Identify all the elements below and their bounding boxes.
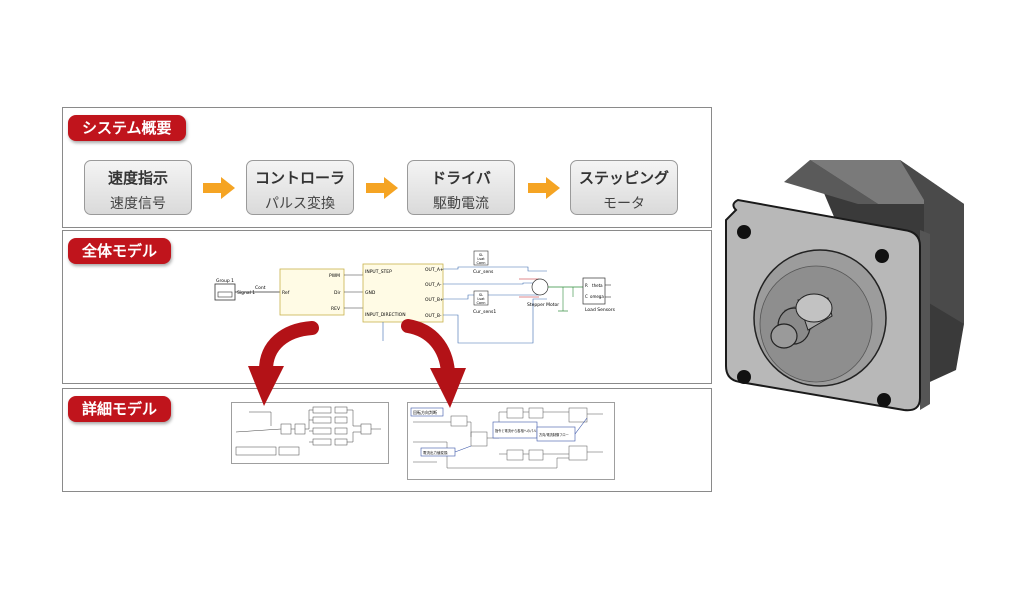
sensor-a-port: Conn [476,261,485,265]
detail-note: 回転方向判断 [413,409,437,415]
driver-out-port: OUT_A- [425,282,442,288]
driver-block [362,263,444,323]
driver-in-port: INPUT_STEP [365,269,392,275]
controller-port: REV [331,306,341,312]
mount-hole-icon [737,225,751,239]
step-subtitle: 速度信号 [110,196,166,212]
load-port: R [585,283,588,288]
overview-badge: システム概要 [68,115,186,141]
sensor-a-label: Cur_sens [473,269,494,275]
controller-port: PWM [329,273,340,279]
curved-arrow-right [401,319,455,379]
drilldown-arrows [248,319,466,408]
stepper-motor-illustration [725,160,964,412]
driver-in-port: INPUT_DIRECTION [365,312,406,318]
sensor-b-port: SL [479,293,483,297]
step-subtitle: モータ [603,196,645,212]
load-port: theta [592,283,603,288]
signal-block-name: Group 1 [216,278,234,284]
sensor-a-port: SL [479,253,483,257]
flow-arrow-icon [366,177,398,199]
step-title: 速度指示 [107,169,168,187]
load-sensor-block [582,277,606,305]
step-title: コントローラ [254,169,345,187]
arrow-head-icon [248,366,284,406]
controller-block [279,268,345,316]
full-model-panel: 全体モデル Group 1 Signal 1 Cont Ref PWM Dir … [62,230,712,384]
sensor-b-port: Conn [476,301,485,305]
sensor-b-label: Cur_sens1 [473,309,496,315]
step-title: ステッピング [578,169,669,187]
detail-model-badge: 詳細モデル [68,396,172,422]
controller-detail-thumbnail [231,402,389,464]
driver-detail-thumbnail: 回転方向判断 指令と電流から各相へのパルス生成 電流出力値変換 方向/電流制御フ… [407,402,615,480]
motor-label: Stepper Motor [527,302,559,308]
signal-out-label: Signal 1 [237,290,255,296]
arrow-head-icon [430,368,466,408]
step-controller: コントローラ パルス変換 [246,160,354,215]
step-subtitle: パルス変換 [265,196,335,212]
load-label: Load Sensors [585,307,616,313]
driver-out-port: OUT_B+ [425,297,444,303]
step-speed-command: 速度指示 速度信号 [84,160,192,215]
step-stepping-motor: ステッピング モータ [570,160,678,215]
detail-model-panel: 詳細モデル [62,388,712,492]
detail-note: 指令と電流から各相へのパルス生成 [495,428,547,433]
detail-note: 電流出力値変換 [423,450,448,455]
flow-arrow-icon [528,177,560,199]
step-driver: ドライバ 駆動電流 [407,160,515,215]
driver-out-port: OUT_B- [425,313,442,319]
controller-port: Dir [334,290,341,296]
step-subtitle: 駆動電流 [433,196,489,212]
controller-in: Ref [282,290,290,296]
sensor-a-port: Lsat [477,257,485,261]
load-port: omega [590,294,604,299]
driver-in-port: GND [365,290,376,296]
system-overview-panel: システム概要 速度指示 速度信号 コントローラ パルス変換 ドライバ 駆動電流 … [62,107,712,228]
full-model-diagram: Group 1 Signal 1 Cont Ref PWM Dir REV IN… [214,250,616,344]
flow-arrow-icon [203,177,235,199]
driver-out-port: OUT_A+ [425,267,444,273]
detail-note: 方向/電流制御フロー [539,432,569,437]
mount-hole-icon [877,393,891,407]
load-port: C [585,294,588,299]
mount-hole-icon [875,249,889,263]
full-model-badge: 全体モデル [68,238,172,264]
mount-hole-icon [737,370,751,384]
step-title: ドライバ [431,169,491,187]
sensor-b-port: Lsat [477,297,485,301]
cont-label: Cont [255,285,266,291]
curved-arrow-left [259,321,319,377]
